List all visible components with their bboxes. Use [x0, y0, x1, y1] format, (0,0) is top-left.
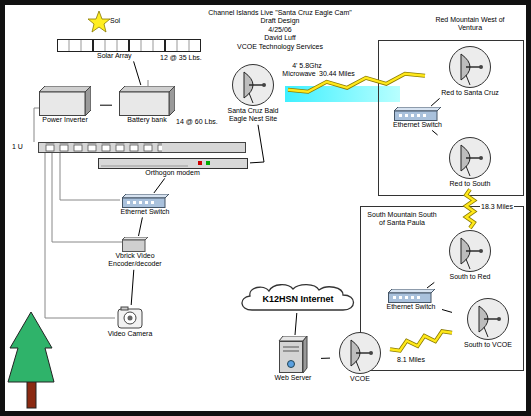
wire	[250, 125, 264, 163]
distance-label: 8.1 Miles	[396, 356, 426, 364]
equipment-node: Video Camera	[90, 305, 170, 339]
encoder-box	[122, 237, 148, 252]
node-label: Vbrick Video Encoder/decoder	[97, 252, 173, 269]
dish-node: South to VCOE	[452, 296, 524, 350]
title-block: Channel Islands Live "Santa Cruz Eagle C…	[190, 9, 370, 51]
camera-icon	[117, 306, 143, 330]
dish-node: South to Red	[425, 228, 515, 282]
node-label: Video Camera	[108, 330, 153, 338]
equipment-node: Power Inverter	[30, 85, 100, 125]
switch-icon	[394, 107, 441, 121]
node-label: Santa Cruz Bald Eagle Nest Site	[220, 107, 286, 124]
microwave-link	[466, 189, 474, 228]
equipment-node: Ethernet Switch	[105, 193, 185, 217]
wire	[432, 130, 438, 135]
equipment-node: Orthogon modem	[95, 157, 250, 178]
wire	[427, 282, 434, 288]
node-label: VCOE	[350, 375, 370, 383]
wire	[442, 310, 452, 313]
solar-array	[57, 39, 202, 52]
tree	[8, 312, 54, 408]
node-label: Ethernet Switch	[393, 121, 442, 129]
dish-icon	[466, 297, 510, 341]
wire	[134, 61, 141, 85]
battery-box	[119, 86, 175, 116]
node-label: Ethernet Switch	[386, 303, 435, 311]
dish-icon	[231, 63, 275, 107]
diagram-title: Channel Islands Live "Santa Cruz Eagle C…	[208, 9, 352, 17]
title-line: 4/25/06	[268, 26, 291, 34]
dish-node: Red to South	[425, 135, 515, 189]
modem-bar	[98, 158, 248, 169]
wire	[154, 178, 165, 193]
wire	[431, 98, 440, 106]
equipment-node: Ethernet Switch	[380, 288, 442, 312]
title-line: David Luff	[264, 34, 295, 42]
note-label: 12 @ 35 Lbs.	[160, 54, 202, 62]
dish-icon	[448, 45, 492, 89]
distance-label: 18.3 Miles	[480, 203, 514, 211]
inverter-box	[39, 86, 91, 116]
note-label: Sol	[110, 17, 120, 25]
microwave-link	[390, 331, 452, 351]
note-label: South Mountain South of Santa Paula	[366, 211, 438, 228]
dish-icon	[338, 331, 382, 375]
node-label: South to VCOE	[464, 341, 512, 349]
wire	[321, 358, 330, 359]
dish-icon	[448, 136, 492, 180]
wire	[295, 313, 297, 335]
node-label: South to Red	[450, 273, 491, 281]
network-label: K12HSN Internet	[262, 294, 333, 305]
frame	[3, 3, 529, 414]
node-label: Battery bank	[127, 116, 166, 124]
dish-icon	[448, 229, 492, 273]
site-frame	[361, 207, 524, 371]
note-label: 1 U	[12, 143, 23, 151]
distance-label: 30.44 Miles	[318, 70, 356, 78]
switch-icon	[388, 289, 435, 303]
node-label: Orthogon modem	[145, 169, 199, 177]
equipment-node: Battery bank	[112, 85, 182, 125]
note-label: 14 @ 60 Lbs.	[176, 118, 218, 126]
site-frame	[379, 41, 524, 196]
node-label: Solar Array	[57, 52, 132, 60]
cloud-node: K12HSN Internet	[238, 283, 358, 313]
equipment-node: Ethernet Switch	[385, 106, 450, 130]
node-label: Red to Santa Cruz	[441, 89, 499, 97]
node-label: Ethernet Switch	[120, 208, 169, 216]
switch-icon	[122, 194, 169, 208]
wire	[100, 105, 112, 106]
dish-node: Red to Santa Cruz	[425, 44, 515, 98]
dish-node: VCOE	[330, 330, 390, 384]
equipment-node: Web Server	[265, 335, 321, 383]
node-label: Red to South	[450, 180, 491, 188]
node-label: Web Server	[275, 374, 312, 382]
sun-star	[88, 11, 110, 32]
wire	[139, 217, 143, 236]
power-strip	[39, 143, 246, 153]
node-label: Power Inverter	[42, 116, 88, 124]
wire	[131, 270, 134, 305]
note-label: Red Mountain West of Ventura	[430, 16, 510, 33]
dish-node: 4' 5.8Ghz Microwave DishSanta Cruz Bald …	[218, 62, 288, 125]
title-line: Draft Design	[261, 17, 300, 25]
title-line: VCOE Technology Services	[237, 43, 323, 51]
server-icon	[277, 336, 309, 374]
equipment-node: Vbrick Video Encoder/decoder	[95, 236, 175, 270]
